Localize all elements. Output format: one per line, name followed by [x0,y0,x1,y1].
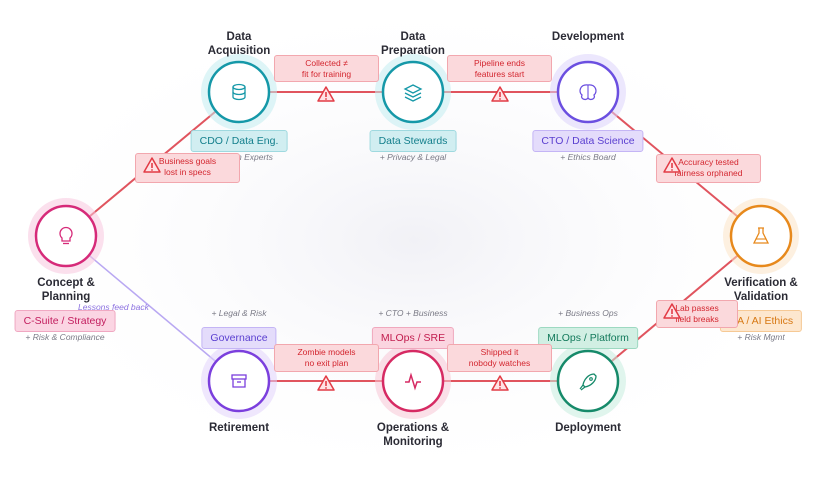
support-role-concept: + Risk & Compliance [25,332,105,342]
support-role-operations: + CTO + Business [378,308,448,318]
node-circle [207,60,271,124]
warning-icon [143,157,161,173]
owner-badge-preparation: Data Stewards [369,130,457,152]
gap-callout-preparation-development: Pipeline ends features start [447,55,552,82]
stage-title-retirement: Retirement [208,422,270,434]
node-circle [34,204,98,268]
stage-title-concept: Concept & Planning [37,277,95,303]
warning-icon [663,157,681,173]
layers-icon [403,84,423,102]
feedback-label: Lessons feed back [78,302,149,312]
owner-badge-deployment: MLOps / Platform [538,327,638,349]
support-role-retirement: + Legal & Risk [211,308,267,318]
support-role-preparation: + Privacy & Legal [379,152,447,162]
node-circle [556,349,620,413]
stage-node-development[interactable] [550,54,626,130]
owner-badge-development: CTO / Data Science [532,130,644,152]
warning-icon [491,375,509,391]
owner-badge-acquisition: CDO / Data Eng. [190,130,288,152]
stage-node-retirement[interactable] [201,343,277,419]
stage-title-verification: Verification & Validation [724,277,798,303]
node-circle [207,349,271,413]
warning-icon [491,86,509,102]
stage-title-development: Development [551,31,625,43]
stage-title-acquisition: Data Acquisition [207,31,271,57]
owner-badge-operations: MLOps / SRE [371,327,455,349]
stage-node-concept[interactable] [28,198,104,274]
warning-icon [663,303,681,319]
node-circle [729,204,793,268]
stage-node-operations[interactable] [375,343,451,419]
gap-callout-deployment-operations: Shipped it nobody watches [447,344,552,372]
stage-node-deployment[interactable] [550,343,626,419]
flask-icon [752,227,770,244]
gap-callout-verification-deployment: Lab passes field breaks [656,300,738,328]
owner-badge-retirement: Governance [201,327,277,349]
warning-icon [317,375,335,391]
stage-title-operations: Operations & Monitoring [376,422,450,448]
lightbulb-icon [59,226,73,245]
support-role-verification: + Risk Mgmt [737,332,785,342]
archive-icon [231,374,247,388]
gap-callout-operations-retirement: Zombie models no exit plan [274,344,379,372]
gap-callout-acquisition-preparation: Collected ≠ fit for training [274,55,379,82]
stage-node-verification[interactable] [723,198,799,274]
database-icon [232,83,246,101]
owner-badge-concept: C-Suite / Strategy [14,310,116,332]
stage-title-deployment: Deployment [555,422,621,434]
stage-node-acquisition[interactable] [201,54,277,130]
support-role-deployment: + Business Ops [558,308,618,318]
stage-title-preparation: Data Preparation [381,31,445,57]
node-circle [381,60,445,124]
owner-badge-verification: QA / AI Ethics [719,310,803,332]
warning-icon [317,86,335,102]
support-role-development: + Ethics Board [560,152,616,162]
rocket-icon [579,373,597,391]
stage-node-preparation[interactable] [375,54,451,130]
activity-icon [405,372,421,391]
brain-icon [579,84,597,101]
gap-callout-development-verification: Accuracy tested fairness orphaned [656,154,761,183]
